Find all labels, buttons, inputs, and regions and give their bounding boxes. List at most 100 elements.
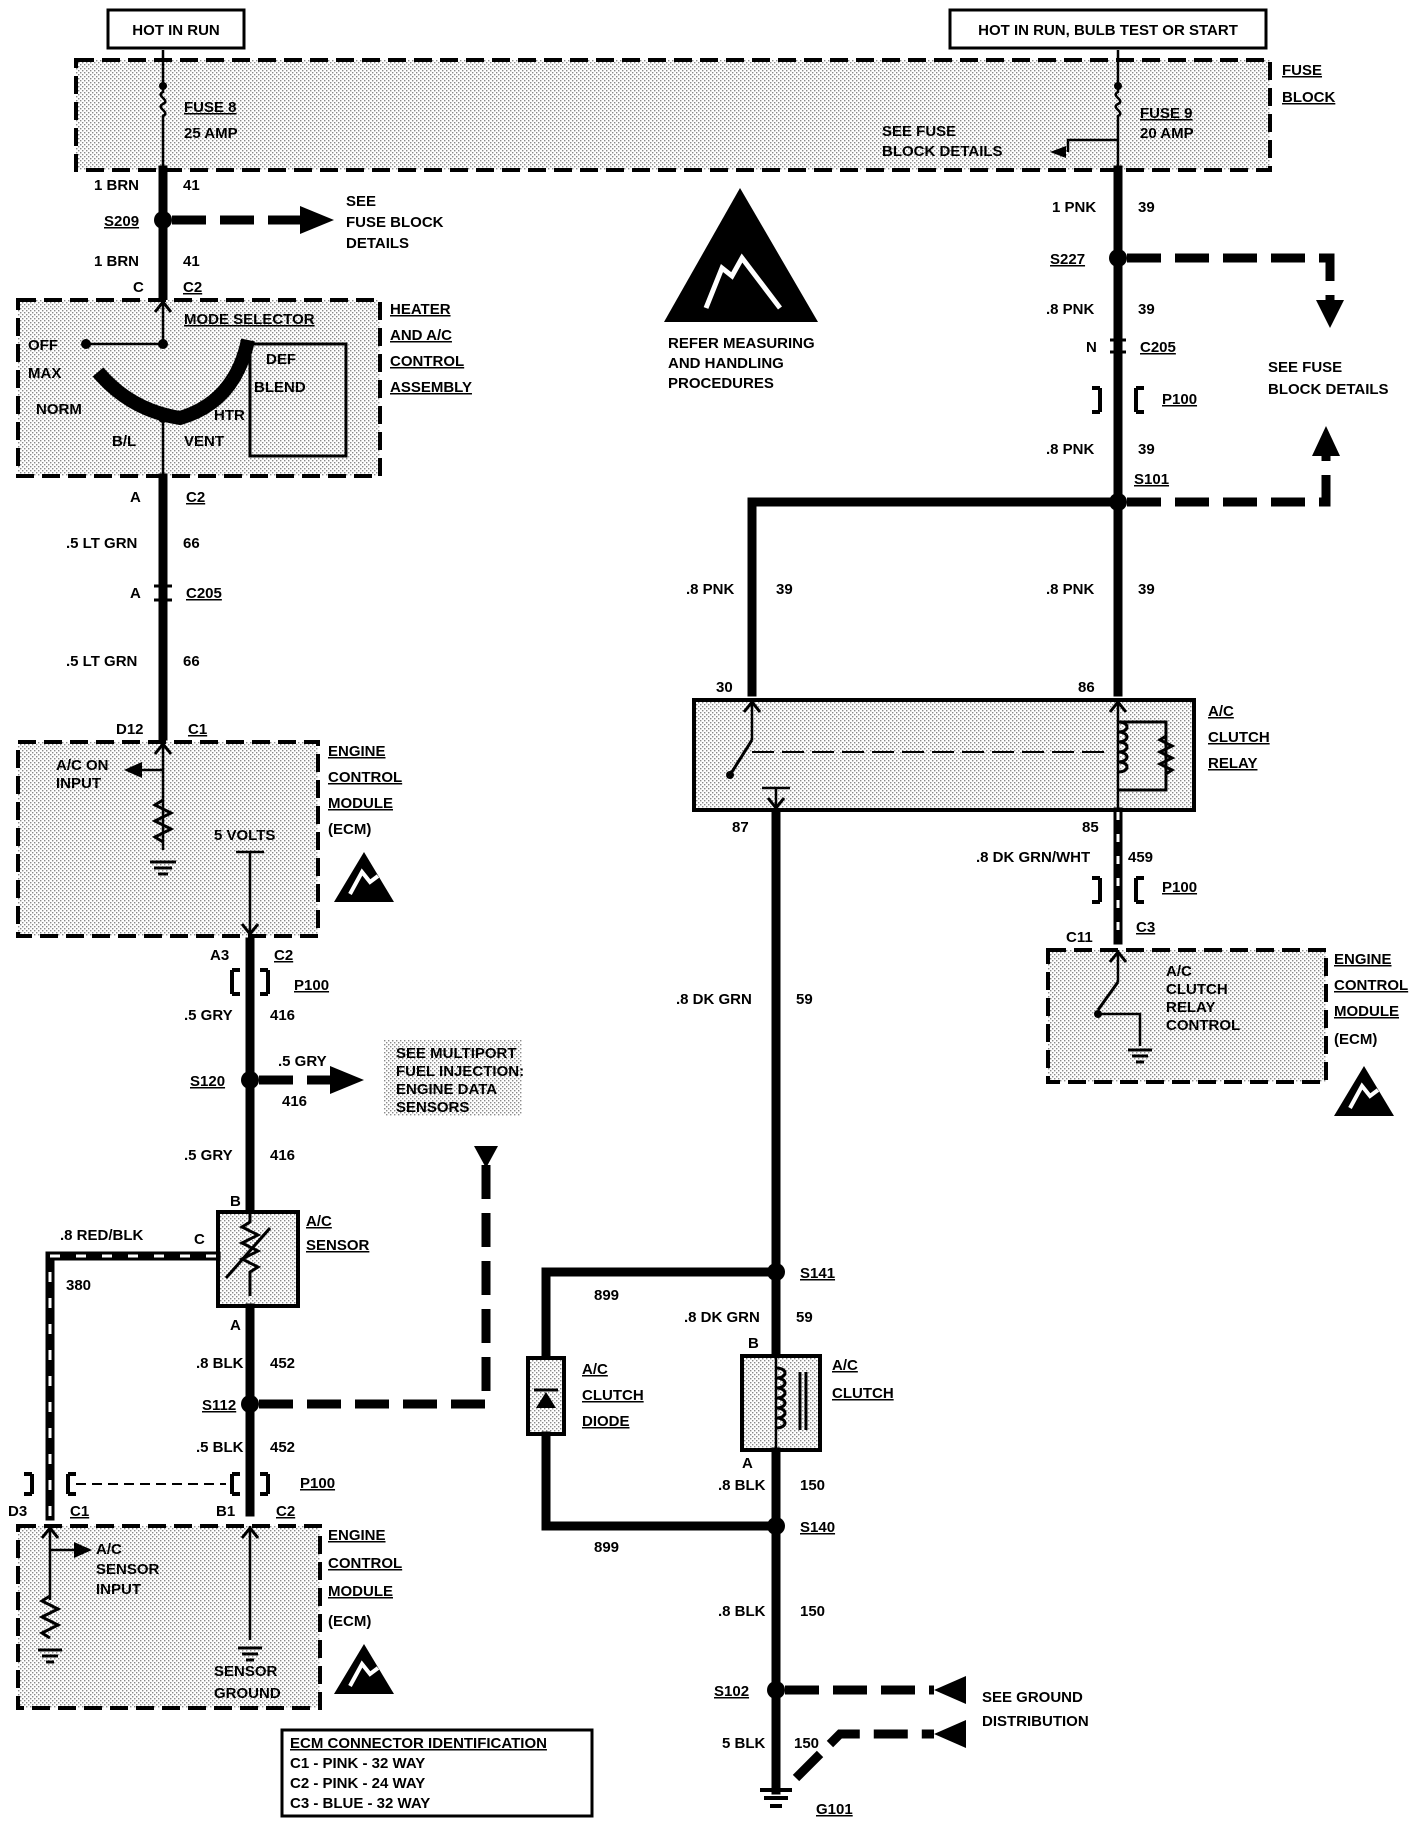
ecm-top-module: A/C ON INPUT 5 VOLTS [16, 740, 320, 938]
wire-452a-circuit: 452 [270, 1355, 295, 1372]
wire-39-left-branch [747, 497, 1115, 697]
wire-416b-circuit: 416 [270, 1147, 295, 1164]
ecm-top-volts: 5 VOLTS [214, 827, 275, 844]
s209-ref-3: DETAILS [346, 235, 409, 252]
wire-150a-circuit: 150 [800, 1477, 825, 1494]
ecm-connector-id-box: ECM CONNECTOR IDENTIFICATION C1 - PINK -… [280, 1728, 594, 1818]
heater-ac-control-assembly: MODE SELECTOR OFF MAX NORM B/L VENT HTR … [16, 298, 382, 478]
mode-max: MAX [28, 365, 61, 382]
ecm-bottom-label-3: MODULE [328, 1583, 393, 1600]
mode-def: DEF [266, 351, 296, 368]
splice-s120 [241, 1071, 259, 1089]
heater-ac-label-4: ASSEMBLY [390, 379, 472, 396]
splice-s227-label: S227 [1050, 251, 1085, 268]
clutch-label-1: A/C [832, 1357, 858, 1374]
mfi-ref-4: SENSORS [396, 1099, 469, 1116]
see-fuse-right-2: BLOCK DETAILS [1268, 381, 1389, 398]
c2-b1-conn: C2 [276, 1503, 295, 1520]
mode-off: OFF [28, 337, 58, 354]
ac-clutch-diode: A/C CLUTCH DIODE [526, 1356, 644, 1436]
c1-d3-conn: C1 [70, 1503, 89, 1520]
wire-150c-size: 5 BLK [722, 1735, 766, 1752]
ecm-top-label-2: CONTROL [328, 769, 402, 786]
p100-right-label: P100 [1162, 391, 1197, 408]
wire-39a-circuit: 39 [1138, 199, 1155, 216]
ecm-bottom-ground-2: GROUND [214, 1685, 281, 1702]
ecm-id-row-2: C2 - PINK - 24 WAY [290, 1775, 425, 1792]
wire-150b-size: .8 BLK [718, 1603, 766, 1620]
ecm-right-label-4: (ECM) [1334, 1031, 1377, 1048]
splice-s209-label: S209 [104, 213, 139, 230]
s209-ref-2: FUSE BLOCK [346, 214, 444, 231]
wire-380 [45, 1251, 221, 1521]
ac-clutch-relay: 30 86 87 85 [692, 679, 1196, 836]
ac-sensor-pin-b: B [230, 1193, 241, 1210]
mfi-ref-3: ENGINE DATA [396, 1081, 497, 1098]
wire-416b-size: .5 GRY [184, 1147, 233, 1164]
wire-899a: 899 [594, 1287, 619, 1304]
header-left-box: HOT IN RUN [106, 8, 246, 50]
c205-n-pin: N [1086, 339, 1097, 356]
wire-59b-size: .8 DK GRN [684, 1309, 760, 1326]
wire-39-right-size: .8 PNK [1046, 581, 1095, 598]
ecm-top-input-1: A/C ON [56, 757, 109, 774]
ecm-bottom-input-1: A/C [96, 1541, 122, 1558]
relay-pin-85: 85 [1082, 819, 1099, 836]
esd-note: REFER MEASURING AND HANDLING PROCEDURES [664, 188, 818, 392]
c11-pin: C11 [1066, 929, 1093, 946]
diode-label-2: CLUTCH [582, 1387, 644, 1404]
ac-sensor-pin-c: C [194, 1231, 205, 1248]
mode-selector-title: MODE SELECTOR [184, 311, 315, 328]
mode-norm: NORM [36, 401, 82, 418]
ecm-right-inside-1: A/C [1166, 963, 1192, 980]
ecm-right-module: A/C CLUTCH RELAY CONTROL [1046, 948, 1328, 1084]
p100-bottom-label: P100 [300, 1475, 335, 1492]
wire-459-circuit: 459 [1128, 849, 1153, 866]
splice-s120-label: S120 [190, 1073, 225, 1090]
esd-icon-ecm-top [332, 850, 396, 904]
c1-d3-pin: D3 [8, 1503, 27, 1520]
relay-pin-87: 87 [732, 819, 749, 836]
mfi-ref-1: SEE MULTIPORT [396, 1045, 517, 1062]
wire-41b-size: 1 BRN [94, 253, 139, 270]
heater-ac-label-1: HEATER [390, 301, 451, 318]
ecm-top-label-3: MODULE [328, 795, 393, 812]
clutch-label-2: CLUTCH [832, 1385, 894, 1402]
splice-s101-label: S101 [1134, 471, 1169, 488]
wire-39-right-circuit: 39 [1138, 581, 1155, 598]
ac-sensor-label-1: A/C [306, 1213, 332, 1230]
ecm-id-row-1: C1 - PINK - 32 WAY [290, 1755, 425, 1772]
ecm-right-inside-3: RELAY [1166, 999, 1215, 1016]
fuse-8-amp: 25 AMP [184, 125, 238, 142]
splice-s209 [154, 211, 172, 229]
c205-a-conn: C205 [186, 585, 222, 602]
c1-d12-pin: D12 [116, 721, 144, 738]
esd-icon-ecm-right [1332, 1064, 1396, 1118]
wire-41a-size: 1 BRN [94, 177, 139, 194]
ecm-right-label-2: CONTROL [1334, 977, 1408, 994]
wire-899b: 899 [594, 1539, 619, 1556]
ecm-right-inside-2: CLUTCH [1166, 981, 1228, 998]
relay-label-1: A/C [1208, 703, 1234, 720]
mode-bl: B/L [112, 433, 136, 450]
ecm-bottom-label-2: CONTROL [328, 1555, 402, 1572]
ecm-bottom-input-2: SENSOR [96, 1561, 160, 1578]
relay-pin-30: 30 [716, 679, 733, 696]
fuse-9-amp: 20 AMP [1140, 125, 1194, 142]
ground-g101-label: G101 [816, 1801, 853, 1818]
ac-sensor-pin-a: A [230, 1317, 241, 1334]
relay-pin-86: 86 [1078, 679, 1095, 696]
heater-ac-label-3: CONTROL [390, 353, 464, 370]
c205-a-pin: A [130, 585, 141, 602]
diode-label-1: A/C [582, 1361, 608, 1378]
c2-top-pin: C [133, 279, 144, 296]
ac-sensor: B C A [194, 1193, 300, 1334]
ac-clutch: B A [740, 1335, 822, 1472]
wire-416a-circuit: 416 [270, 1007, 295, 1024]
splice-s141-label: S141 [800, 1265, 835, 1282]
wire-452a-size: .8 BLK [196, 1355, 244, 1372]
ac-sensor-label-2: SENSOR [306, 1237, 370, 1254]
relay-label-2: CLUTCH [1208, 729, 1270, 746]
wire-59b-circuit: 59 [796, 1309, 813, 1326]
